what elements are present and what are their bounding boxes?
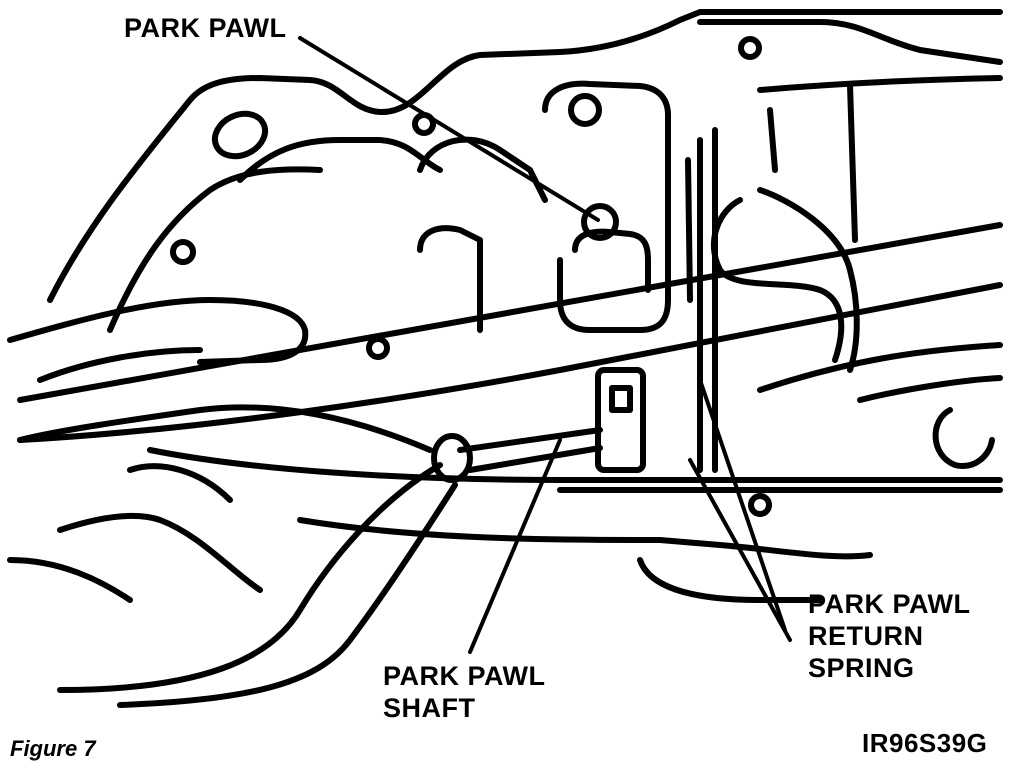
rod-e bbox=[685, 157, 693, 303]
park-pawl-shaft-label: PARK PAWL SHAFT bbox=[383, 660, 546, 724]
bracket-left bbox=[417, 136, 548, 203]
park-pawl-block bbox=[595, 367, 646, 473]
return-spring-line-3: SPRING bbox=[808, 653, 915, 683]
park-pawl-label: PARK PAWL bbox=[124, 12, 287, 44]
central-boss bbox=[542, 80, 671, 333]
leader-shaft bbox=[468, 438, 562, 654]
bolt-hole-left bbox=[170, 239, 196, 265]
park-pawl-shaft-line-1: PARK PAWL bbox=[383, 661, 546, 691]
housing-inner-edge bbox=[237, 137, 443, 183]
long-bar bbox=[17, 222, 1003, 403]
housing-outline bbox=[47, 9, 1003, 303]
bolt-hole-right bbox=[738, 36, 762, 60]
hand-lower bbox=[57, 512, 263, 593]
park-pawl-slot bbox=[609, 385, 633, 413]
housing-right-rim bbox=[757, 75, 1003, 93]
leader-spring-1 bbox=[698, 378, 787, 632]
park-pawl-return-spring-label: PARK PAWL RETURN SPRING bbox=[808, 588, 971, 684]
lower-housing bbox=[147, 447, 1003, 483]
rod-c bbox=[767, 107, 778, 173]
spring-bend-outer bbox=[757, 187, 860, 373]
shaft-end bbox=[431, 433, 473, 483]
bolt-hole-large bbox=[211, 110, 269, 160]
rod-d bbox=[847, 82, 858, 243]
housing-upper-edge bbox=[697, 19, 1003, 65]
lower-housing-2 bbox=[297, 517, 873, 560]
lower-housing-3 bbox=[637, 557, 823, 603]
figure-caption: Figure 7 bbox=[10, 736, 96, 761]
bolt-hole-bottom bbox=[748, 493, 772, 517]
housing-lower-curve bbox=[107, 166, 323, 333]
park-pawl-shaft-2 bbox=[467, 445, 603, 473]
park-pawl-label-text: PARK PAWL bbox=[124, 13, 287, 43]
hand-lower-2 bbox=[7, 557, 133, 603]
park-pawl-shaft bbox=[457, 427, 603, 453]
hand-lower-3 bbox=[127, 463, 233, 503]
pliers-arm-3 bbox=[17, 404, 433, 453]
hand-thumb bbox=[37, 347, 203, 383]
bolt-hole-lower bbox=[366, 336, 390, 360]
right-rail-lower bbox=[857, 375, 1003, 403]
figure-code: IR96S39G bbox=[862, 728, 988, 758]
right-coupler bbox=[932, 407, 995, 469]
boss-inner bbox=[572, 228, 651, 293]
bolt-hole-top bbox=[568, 93, 602, 127]
bolt-hole-center bbox=[581, 203, 619, 241]
bracket-lower bbox=[417, 225, 483, 333]
leader-spring-2 bbox=[688, 458, 792, 642]
pliers-arm-2 bbox=[117, 482, 458, 708]
park-pawl-shaft-line-2: SHAFT bbox=[383, 693, 476, 723]
leader-park-pawl bbox=[298, 36, 600, 222]
right-rail bbox=[757, 342, 1003, 393]
hand-upper bbox=[7, 297, 309, 365]
pliers-arm-1 bbox=[57, 462, 443, 693]
return-spring-line-2: RETURN bbox=[808, 621, 924, 651]
return-spring-line-1: PARK PAWL bbox=[808, 589, 971, 619]
